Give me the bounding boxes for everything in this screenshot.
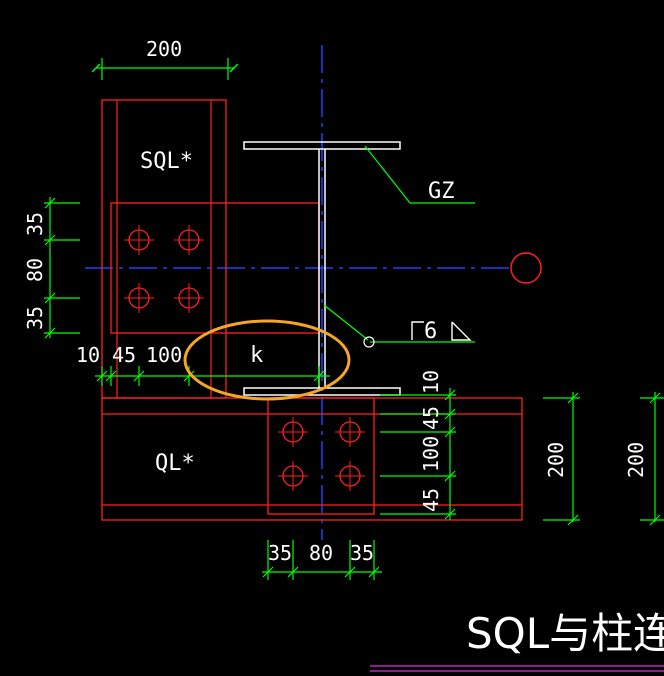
- dim-top-width-label: 200: [146, 37, 182, 61]
- dim-bottom-chain: [95, 366, 330, 386]
- bolt-group-upper: [124, 225, 204, 313]
- dim-under-chain: [262, 540, 382, 580]
- dim-under-80: 80: [309, 541, 333, 565]
- bolt-icon: [278, 461, 308, 491]
- axis-bubble-icon: [510, 252, 542, 284]
- dim-top-width: [91, 58, 239, 80]
- dim-right-200-b-label: 200: [624, 442, 648, 478]
- highlight-ellipse: [183, 319, 351, 401]
- sql-member: [101, 99, 227, 399]
- dim-right-45-bottom: 45: [419, 488, 443, 512]
- bolt-icon: [124, 225, 154, 255]
- weld-leader: [323, 304, 475, 348]
- weld-bracket-icon: [411, 321, 424, 340]
- gz-label: GZ: [428, 179, 455, 204]
- weld-triangle-icon: [451, 321, 472, 341]
- bolt-icon: [278, 417, 308, 447]
- dim-right-200-a-label: 200: [544, 442, 568, 478]
- bolt-icon: [335, 461, 365, 491]
- dim-right-10: 10: [419, 370, 443, 394]
- sql-member-label: SQL*: [140, 149, 193, 174]
- dim-right-45-top: 45: [419, 406, 443, 430]
- ql-member-label: QL*: [155, 451, 195, 476]
- dim-right-chain: [380, 388, 456, 520]
- dim-bottom-10: 10: [76, 343, 100, 367]
- dim-bottom-100: 100: [146, 343, 182, 367]
- dim-right-100: 100: [419, 436, 443, 472]
- dim-right-200-b: [640, 392, 664, 526]
- ql-plate: [267, 397, 375, 515]
- dim-under-35-left: 35: [268, 541, 292, 565]
- bolt-icon: [335, 417, 365, 447]
- gz-leader: [364, 145, 475, 204]
- weld-size-label: 6: [424, 319, 437, 344]
- dim-left-80: 80: [23, 258, 47, 282]
- dim-left-35-top: 35: [23, 212, 47, 236]
- bolt-group-lower: [278, 417, 365, 491]
- dim-left-35-bottom: 35: [23, 306, 47, 330]
- bolt-icon: [174, 283, 204, 313]
- dim-under-35-right: 35: [350, 541, 374, 565]
- bolt-icon: [124, 283, 154, 313]
- dim-k-label: k: [250, 343, 263, 368]
- dim-right-200-a: [543, 392, 580, 526]
- dim-left-chain: [44, 197, 80, 339]
- bolt-icon: [174, 225, 204, 255]
- dim-bottom-45: 45: [112, 343, 136, 367]
- drawing-title: SQL与柱连接: [466, 609, 664, 658]
